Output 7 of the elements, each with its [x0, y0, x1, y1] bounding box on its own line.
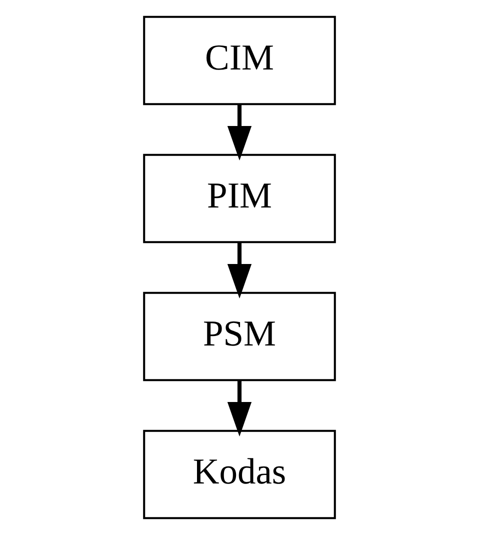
arrow: [227, 380, 252, 437]
node-box: PIM: [143, 154, 336, 244]
arrow: [227, 242, 252, 299]
arrow: [227, 104, 252, 161]
node-box: Kodas: [143, 430, 336, 520]
node-box: CIM: [143, 16, 336, 106]
node-box: PSM: [143, 292, 336, 382]
